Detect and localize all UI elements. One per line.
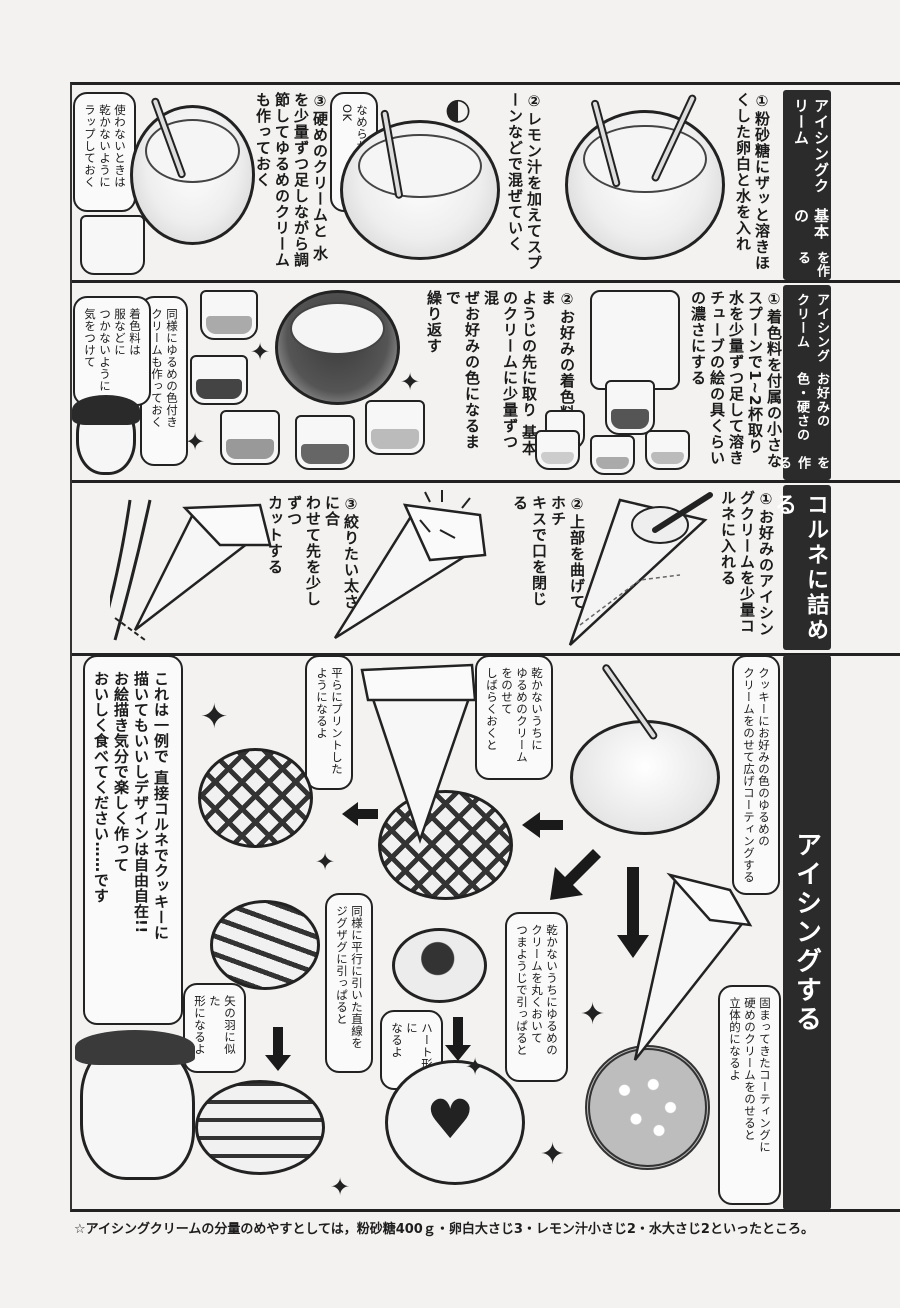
color-cup [190, 355, 248, 405]
tab-title-line: アイシングクリーム [792, 98, 830, 194]
bubble-stain-warning: 着色料は 服などに つかないように 気をつけて [73, 296, 151, 406]
section-tab-basic: 基本の アイシングクリーム を作る [783, 90, 831, 280]
step-cornet-3: ③絞りたい太さに合 わせて先を少しずつ カットする [266, 495, 360, 610]
man-character-hair [75, 1030, 195, 1065]
color-cup [645, 430, 690, 470]
color-cup [200, 290, 258, 340]
color-cup [295, 415, 355, 470]
step-basic-2: ②レモン汁を加えてスプ ーンなどで混ぜていく [506, 92, 543, 271]
bubble-leave-cream: 乾かないうちに ゆるめのクリーム をのせて しばらくおくと [475, 655, 553, 780]
bubble-wrap-tip: 使わないときは 乾かないように ラップしておく [73, 92, 136, 212]
color-cup [590, 435, 635, 475]
cornet-cut-illustration [110, 499, 272, 641]
cornet-stapled-illustration [333, 490, 487, 640]
tab-suffix: を作る [776, 455, 829, 469]
section-tab-color: お好みの色・硬さの アイシングクリーム を作る [776, 285, 831, 480]
section-tab-cornet: コルネに詰める [771, 485, 831, 650]
mixing-bowl-illustration [340, 120, 500, 260]
dot-cookie-illustration [392, 928, 487, 1003]
color-cup [535, 430, 580, 470]
step-cornet-2: ②上部を曲げてホチ キスで口を閉じる [511, 495, 586, 610]
sparkle-icon: ✦ [540, 1137, 566, 1172]
sparkle-icon: ✦ [465, 1053, 486, 1081]
heart-cookie-illustration: ♥ [385, 1060, 525, 1185]
cornet-filled-illustration [568, 492, 713, 646]
lattice-cookie-illustration [378, 790, 513, 900]
sparkle-icon: ✦ [185, 428, 206, 456]
step-basic-3: ③硬めのクリームと 水 を少量ずつ足しながら調 節してゆるめのクリーム も作って… [254, 92, 329, 268]
footnote-quantities: ☆アイシングクリームの分量のめやすとしては，粉砂糖400ｇ・卵白大さじ3・レモン… [74, 1222, 814, 1237]
color-cup [220, 410, 280, 465]
color-bowl-illustration [275, 290, 400, 405]
tab-title-line: お好みの色・硬さの [794, 372, 829, 443]
feather-cookie-illustration [195, 1080, 325, 1175]
bubble-arrow-feather: 矢の羽に似た 形になるよ [183, 983, 246, 1073]
section-tab-icing: アイシングする [783, 655, 831, 1210]
striped-cookie-illustration [210, 900, 320, 990]
sparkle-icon: ✦ [315, 848, 336, 876]
tab-title: アイシングする [791, 831, 822, 1034]
arrow-down-left-icon [550, 849, 601, 900]
coated-cookie-illustration [570, 720, 720, 835]
sparkle-icon: ✦ [330, 1173, 351, 1201]
bubble-author-comment: これは一例で 直接コルネでクッキーに 描いてもいいしデザインは自由自在!! お絵… [83, 655, 183, 1025]
bubble-coat-cookie: クッキーにお好みの色のゆるめの クリームをのせて広げコーティングする [732, 655, 780, 895]
lemon-icon: ◐ [445, 92, 472, 127]
sparkle-icon: ✦ [580, 997, 606, 1032]
color-cup [605, 380, 655, 435]
tab-title-line: 基本の [792, 208, 830, 241]
sparkle-icon: ✦ [200, 697, 229, 737]
girl-character-hair [72, 395, 140, 425]
tab-title: コルネに詰める [771, 493, 828, 643]
step-basic-1: ①粉砂糖にザッと溶きほ くした卵白と水を入れ [734, 92, 771, 271]
step-cornet-1: ①お好みのアイシン グクリームを少量コ ルネに入れる [719, 490, 775, 637]
cornet-on-cookie-illustration [360, 663, 477, 844]
bubble-solid-cream: 固まってきたコーティングに 硬めのクリームをのせると 立体的になるよ [718, 985, 781, 1205]
bubble-zigzag: 同様に平行に引いた直線を ジグザグに引っぱると [325, 893, 373, 1073]
arrow-left-icon [342, 802, 378, 826]
mixing-bowl-illustration [130, 105, 255, 245]
arrow-left-icon [522, 812, 563, 838]
lattice-cookie-result-illustration [198, 748, 313, 848]
arrow-down-icon [445, 1017, 471, 1061]
step-color-1: ①着色料を付属の小さな スプーンで1~2杯取り 水を少量ずつ足して溶き チューブ… [689, 290, 783, 469]
arrow-down-icon [265, 1027, 291, 1071]
step-color-2: ②お好みの着色料をつま ようじの先に取り 基本 のクリームに少量ずつ混 ぜお好み… [425, 290, 576, 457]
cornet-firm-cream-illustration [633, 872, 753, 1061]
water-cup-illustration [590, 290, 680, 390]
bubble-print-result: 平らにプリントした ようになるよ [305, 655, 353, 790]
heart-icon: ♥ [426, 1088, 475, 1151]
divider-row-2 [72, 480, 900, 483]
arrow-down-icon [617, 867, 649, 958]
sparkle-icon: ✦ [250, 338, 271, 366]
mixing-bowl-illustration [565, 110, 725, 260]
dotted-3d-cookie-illustration [585, 1045, 710, 1170]
divider-row-1 [72, 280, 900, 283]
manga-page [70, 82, 900, 1212]
sparkle-icon: ✦ [400, 368, 421, 396]
wrapped-bowl-illustration [80, 215, 145, 275]
color-cup [365, 400, 425, 455]
tab-title-line: アイシングクリーム [794, 293, 829, 363]
divider-row-3 [72, 653, 900, 656]
bubble-toothpick-drag: 乾かないうちにゆるめの クリームを丸くおいて つまようじで引っぱると [505, 912, 568, 1082]
tab-suffix: を作る [795, 250, 829, 277]
